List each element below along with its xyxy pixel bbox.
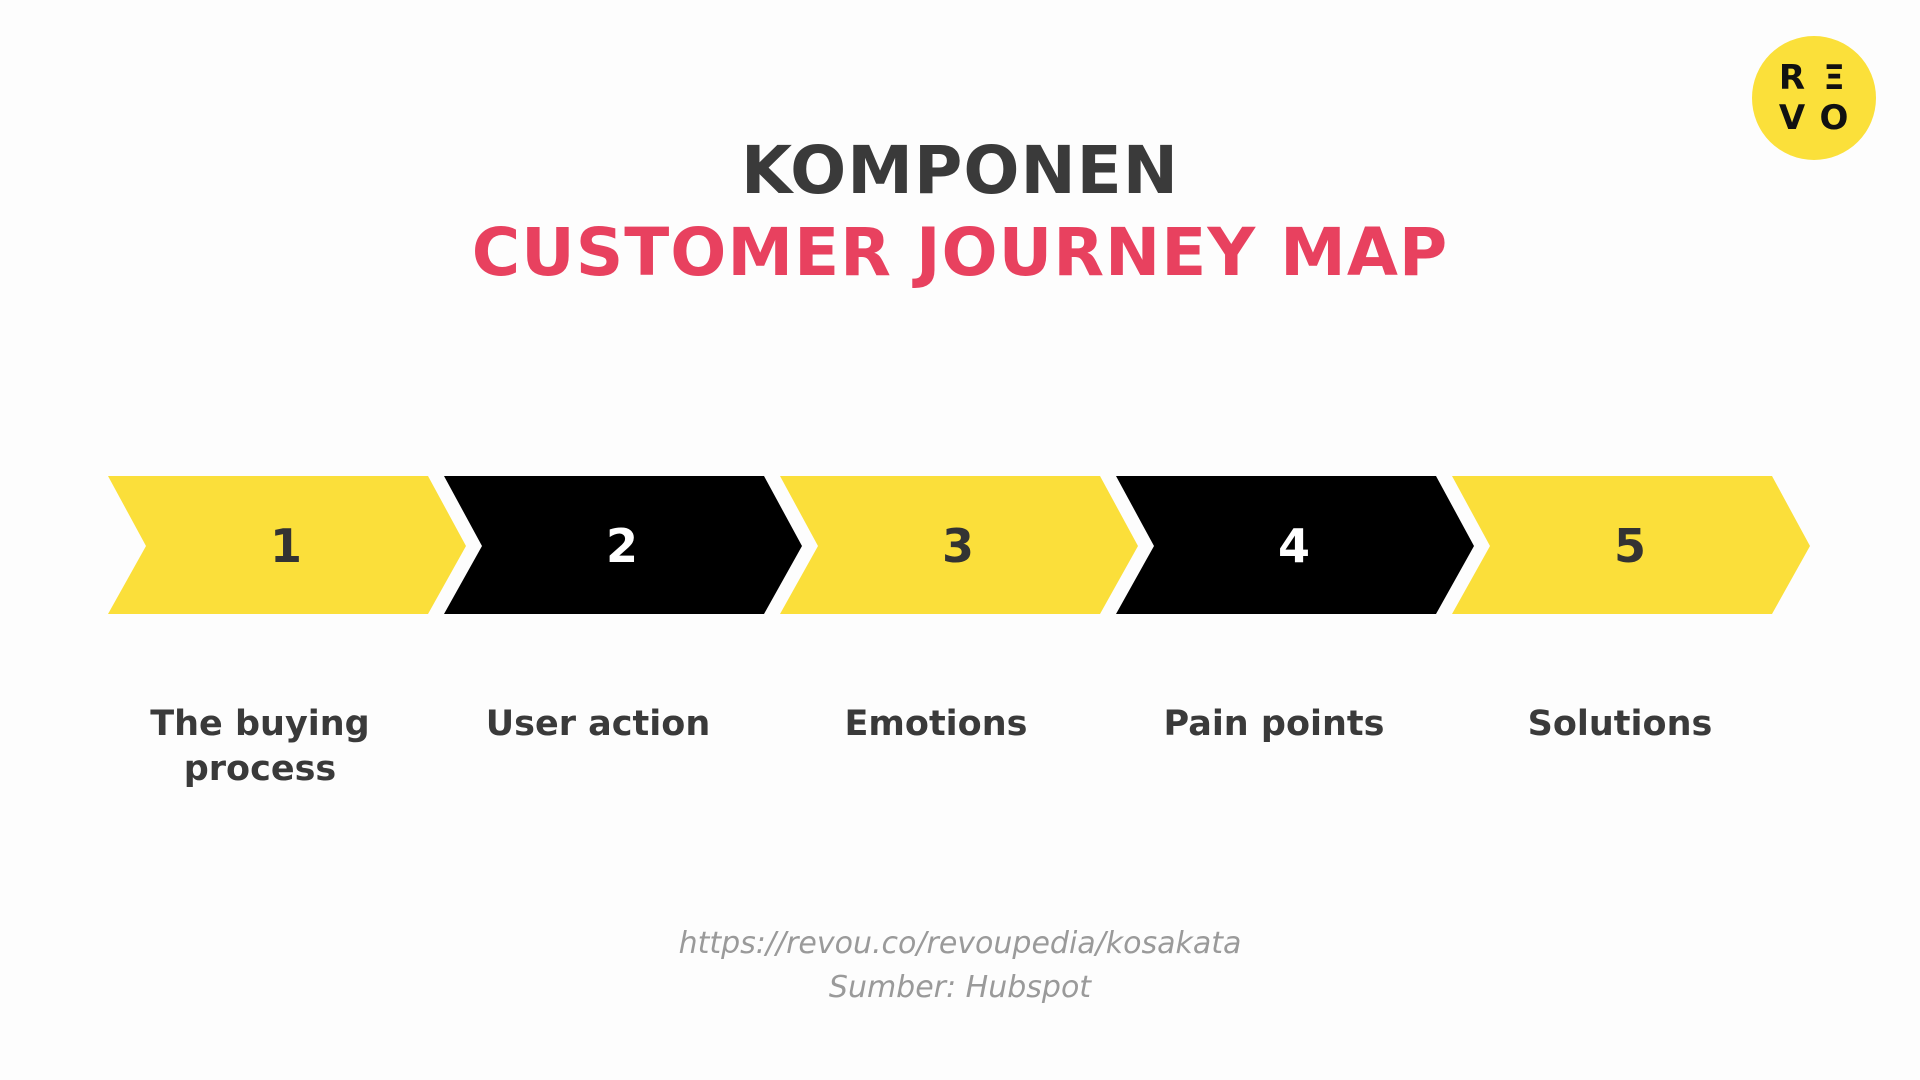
page-title: KOMPONEN [741,132,1179,209]
step-label-2: User action [485,704,711,744]
step-number-2: 2 [606,519,638,573]
logo-letter-r: R [1778,58,1806,98]
revou-logo: R Ξ V O [1752,36,1876,160]
step-number-5: 5 [1614,519,1646,573]
step-label-1: The buying process [150,704,370,789]
chevron-1 [108,476,466,614]
chevron-5 [1452,476,1810,614]
logo-letter-v: V [1778,98,1806,138]
step-number-4: 4 [1278,519,1310,573]
chevron-4 [1116,476,1474,614]
step-label-5: Solutions [1527,704,1713,744]
step-number-1: 1 [270,519,302,573]
source-credit: Sumber: Hubspot [828,970,1092,1005]
logo-letter-e: Ξ [1823,58,1845,98]
step-number-3: 3 [942,519,974,573]
chevron-2 [444,476,802,614]
source-url: https://revou.co/revoupedia/kosakata [678,926,1242,961]
page-subtitle: CUSTOMER JOURNEY MAP [471,214,1449,291]
step-label-4: Pain points [1163,704,1385,744]
logo-letter-o: O [1819,98,1849,138]
chevron-3 [780,476,1138,614]
step-label-3: Emotions [844,704,1028,744]
